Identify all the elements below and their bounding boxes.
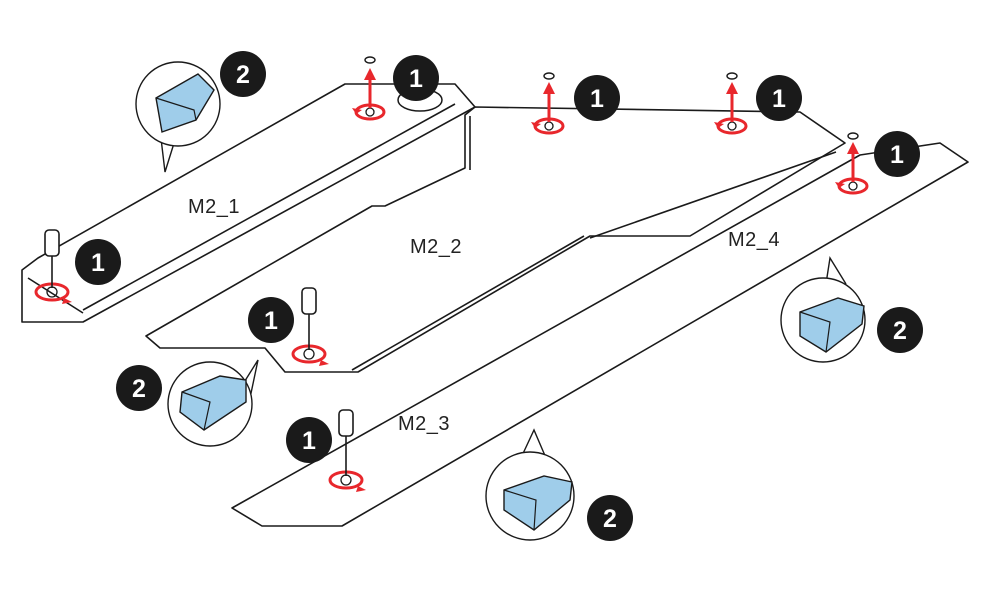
step-number: 1 xyxy=(772,85,786,113)
step-badge-1: 1 xyxy=(75,239,121,285)
m2-2-heatsink-outline xyxy=(145,106,846,373)
step-badge-1: 1 xyxy=(286,417,332,463)
step-badge-2: 2 xyxy=(220,51,266,97)
screwdriver-group-m2-2 xyxy=(291,287,329,366)
step-number: 1 xyxy=(409,65,423,93)
step-badge-2: 2 xyxy=(116,365,162,411)
screwdriver-group-m2-1 xyxy=(34,229,72,304)
step-badge-1: 1 xyxy=(574,75,620,121)
step-badge-1: 1 xyxy=(874,131,920,177)
step-badge-2: 2 xyxy=(587,495,633,541)
m2-1-heatsink-outline xyxy=(21,83,476,323)
step-number: 1 xyxy=(302,427,316,455)
label-m2-4: M2_4 xyxy=(728,229,780,251)
screw-icon xyxy=(726,72,738,80)
step-number: 2 xyxy=(132,375,146,403)
thermal-pad-icon xyxy=(179,375,247,431)
screw-remove-group-3 xyxy=(714,72,748,135)
label-m2-3: M2_3 xyxy=(398,413,450,435)
screwdriver-group-m2-3 xyxy=(328,409,366,492)
label-m2-2: M2_2 xyxy=(410,236,462,258)
thermal-pad-callout-m2-1 xyxy=(135,61,221,173)
step-number: 1 xyxy=(590,85,604,113)
step-number: 2 xyxy=(236,61,250,89)
thermal-pad-callout-m2-4 xyxy=(780,256,866,363)
step-number: 1 xyxy=(890,141,904,169)
step-number: 1 xyxy=(91,249,105,277)
step-number: 2 xyxy=(603,505,617,533)
step-badge-2: 2 xyxy=(877,307,923,353)
thermal-pad-icon xyxy=(155,73,215,133)
step-badge-1: 1 xyxy=(756,75,802,121)
screw-icon xyxy=(543,72,555,80)
thermal-pad-callout-m2-3 xyxy=(485,428,575,541)
step-number: 1 xyxy=(264,307,278,335)
thermal-pad-icon xyxy=(799,297,865,353)
screw-icon xyxy=(364,56,376,64)
screw-remove-group-1 xyxy=(352,56,386,121)
step-badge-1: 1 xyxy=(248,297,294,343)
m2-3-m2-4-heatsink-outline xyxy=(231,142,969,527)
screw-icon xyxy=(847,132,859,140)
thermal-pad-icon xyxy=(503,475,573,531)
step-number: 2 xyxy=(893,317,907,345)
thermal-pad-callout-m2-2 xyxy=(167,359,259,447)
step-badge-1: 1 xyxy=(393,55,439,101)
screw-remove-group-4 xyxy=(835,132,869,195)
label-m2-1: M2_1 xyxy=(188,196,240,218)
screw-remove-group-2 xyxy=(531,72,565,135)
